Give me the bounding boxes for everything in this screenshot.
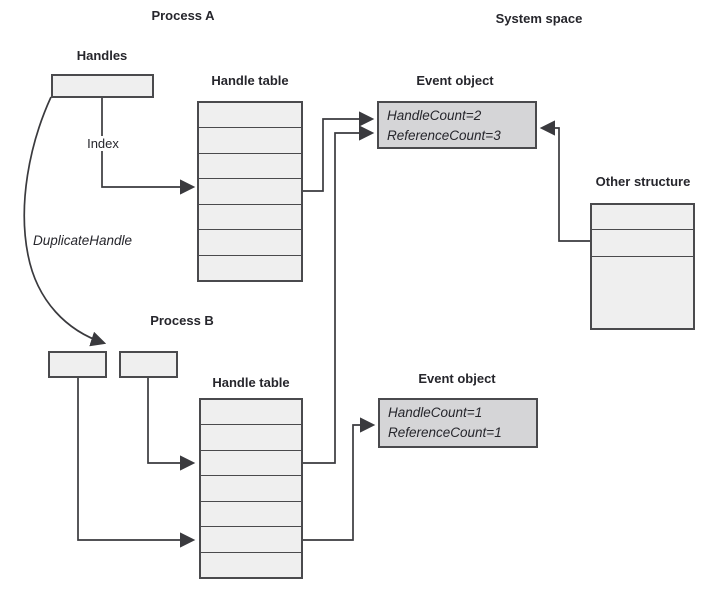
index-label: Index: [84, 136, 122, 151]
handle-table-a-label: Handle table: [211, 73, 289, 88]
other-structure-row: [592, 256, 693, 328]
handle-table-b-label: Handle table: [212, 375, 290, 390]
handle-table-row: [199, 229, 301, 254]
other-structure-label: Other structure: [595, 174, 691, 189]
handle-table-row: [199, 203, 301, 229]
handle-table-row: [199, 178, 301, 203]
handle-table-row: [199, 127, 301, 152]
handle-table-row: [199, 152, 301, 178]
handle-table-row: [201, 526, 301, 551]
duplicate-handle-curve-arrow: [23, 96, 107, 347]
event-b-handle-count: HandleCount=1: [388, 405, 483, 420]
process-b-title: Process B: [150, 313, 214, 328]
other-structure-box: [590, 203, 695, 330]
handle-table-row: [201, 424, 301, 449]
handle-table-row: [201, 400, 301, 424]
process-b-handle-box-2: [119, 351, 178, 378]
event-object-b-box: HandleCount=1 ReferenceCount=1: [378, 398, 538, 448]
handle-table-row: [201, 551, 301, 577]
system-space-title: System space: [495, 11, 583, 26]
other-structure-row: [592, 229, 693, 256]
handle-table-row: [201, 500, 301, 526]
handles-box: [51, 74, 154, 98]
event-a-reference-count: ReferenceCount=3: [387, 128, 501, 143]
handles-label: Handles: [76, 48, 128, 63]
other-structure-row: [592, 205, 693, 229]
handle-table-row: [199, 254, 301, 280]
handle-table-row: [201, 475, 301, 500]
handle-table-b: [199, 398, 303, 579]
duplicate-handle-label: DuplicateHandle: [33, 233, 133, 248]
connector-handle1-to-table-b: [77, 377, 196, 548]
handle-table-row: [201, 449, 301, 475]
event-b-reference-count: ReferenceCount=1: [388, 425, 502, 440]
process-b-handle-box-1: [48, 351, 107, 378]
process-a-title: Process A: [151, 8, 215, 23]
event-object-a-box: HandleCount=2 ReferenceCount=3: [377, 101, 537, 149]
event-object-a-label: Event object: [416, 73, 494, 88]
handle-table-row: [199, 103, 301, 127]
handle-table-a: [197, 101, 303, 282]
event-object-b-label: Event object: [418, 371, 496, 386]
event-a-handle-count: HandleCount=2: [387, 108, 482, 123]
